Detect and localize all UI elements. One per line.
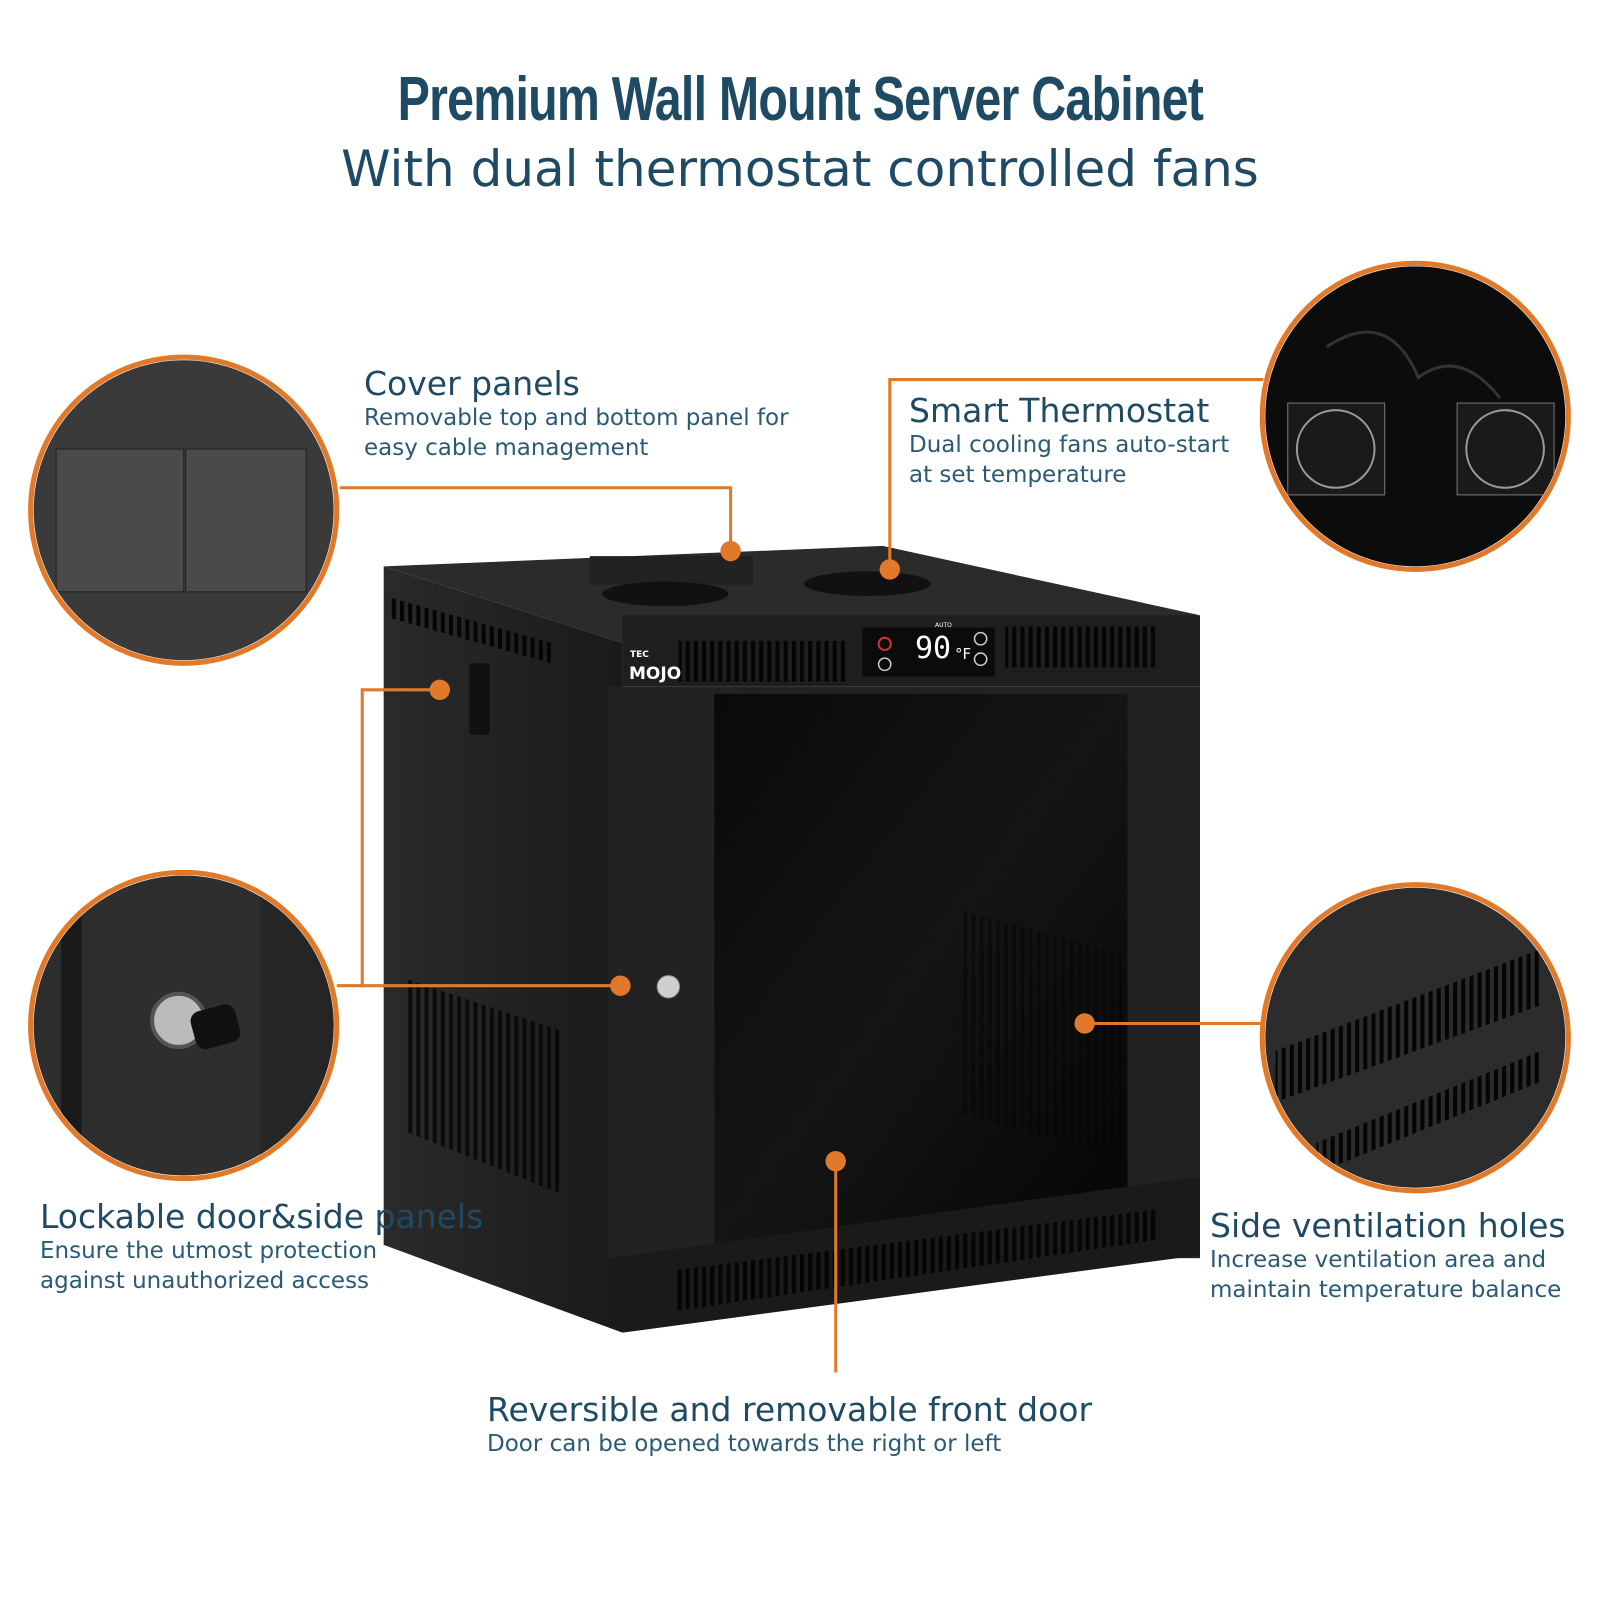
vent-detail	[1265, 887, 1566, 1188]
fan-detail	[1265, 266, 1566, 567]
detail-circle	[1259, 260, 1571, 572]
up-button-icon	[973, 631, 988, 646]
fan-grille-right	[804, 571, 931, 596]
cover-panel-detail	[33, 360, 334, 661]
callout-desc: maintain temperature balance	[1210, 1277, 1562, 1303]
display-unit: °F	[955, 645, 972, 663]
display-mode: AUTO	[935, 622, 952, 629]
brand-small: TEC	[630, 650, 649, 660]
callout-desc: Dual cooling fans auto-start	[909, 432, 1230, 458]
callout-desc: against unauthorized access	[40, 1268, 370, 1294]
callout-title: Smart Thermostat	[909, 391, 1210, 430]
detail-circle	[1259, 882, 1571, 1194]
callout-dots	[429, 540, 1095, 1172]
door-lock-icon	[656, 975, 681, 999]
set-button-icon	[877, 657, 892, 672]
server-cabinet	[383, 545, 1200, 1333]
leader-lines	[336, 378, 1264, 1373]
fan-grille-left	[602, 581, 729, 607]
detail-circle	[28, 354, 340, 666]
title-text: Premium Wall Mount Server Cabinet	[397, 65, 1203, 134]
cover-panel	[589, 556, 754, 585]
page-subtitle: With dual thermostat controlled fans	[341, 140, 1259, 198]
callout-desc: Door can be opened towards the right or …	[487, 1431, 1002, 1457]
down-button-icon	[973, 652, 988, 667]
power-button-icon	[877, 636, 892, 652]
callout-desc: easy cable management	[364, 435, 649, 461]
thermostat-display	[862, 627, 995, 677]
detail-circle	[28, 869, 340, 1182]
callout-cover-panels: Cover panels Removable top and bottom pa…	[364, 364, 789, 463]
callout-title: Reversible and removable front door	[487, 1390, 1093, 1429]
callout-smart-thermostat: Smart Thermostat Dual cooling fans auto-…	[909, 391, 1229, 490]
brand-logo: MOJO	[629, 664, 682, 684]
lock-detail	[33, 875, 334, 1176]
callout-title: Lockable door&side panels	[40, 1197, 484, 1236]
page-title: Premium Wall Mount Server Cabinet	[0, 64, 1600, 135]
callout-desc: Increase ventilation area and	[1210, 1247, 1547, 1273]
callout-desc: Removable top and bottom panel for	[364, 405, 789, 431]
callout-lockable: Lockable door&side panels Ensure the utm…	[40, 1197, 483, 1296]
side-lock-icon	[469, 663, 490, 735]
callout-desc: at set temperature	[909, 462, 1127, 488]
callout-title: Cover panels	[364, 364, 580, 403]
display-temperature: 90	[915, 631, 952, 666]
callout-desc: Ensure the utmost protection	[40, 1238, 378, 1264]
callout-front-door: Reversible and removable front door Door…	[487, 1390, 1092, 1459]
callout-title: Side ventilation holes	[1210, 1206, 1566, 1245]
callout-side-ventilation: Side ventilation holes Increase ventilat…	[1210, 1206, 1566, 1305]
